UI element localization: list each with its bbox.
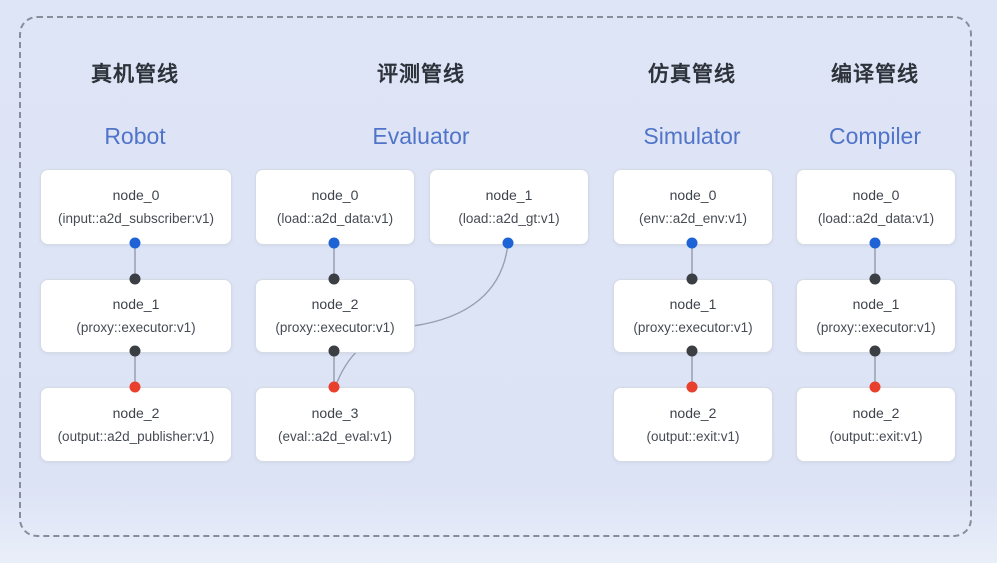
node-name: node_0 xyxy=(669,187,717,203)
port-dot-black xyxy=(686,273,698,285)
node-name: node_1 xyxy=(112,296,160,312)
node-name: node_1 xyxy=(852,296,900,312)
pipeline-title-en: Evaluator xyxy=(372,123,470,149)
port-dot-blue xyxy=(869,237,881,249)
node-detail: (output::exit:v1) xyxy=(646,428,740,444)
node-name: node_2 xyxy=(669,404,717,421)
port-dot-red xyxy=(129,381,141,393)
node-name: node_0 xyxy=(311,187,359,203)
node-detail: (load::a2d_data:v1) xyxy=(276,211,394,226)
node-box-simulator-node1: node_1 (proxy::executor:v1) xyxy=(613,279,773,353)
port-dot-black xyxy=(686,345,698,357)
node-name: node_2 xyxy=(311,296,359,312)
pipeline-header-simulator: 仿真管线 Simulator xyxy=(613,60,771,151)
node-detail: (proxy::executor:v1) xyxy=(275,320,395,335)
node-box-compiler-node1: node_1 (proxy::executor:v1) xyxy=(796,279,956,353)
node-box-compiler-node2: node_2 (output::exit:v1) xyxy=(796,387,956,462)
node-box-simulator-node2: node_2 (output::exit:v1) xyxy=(613,387,773,462)
node-name: node_3 xyxy=(311,404,359,421)
node-name: node_0 xyxy=(112,187,160,203)
port-dot-blue xyxy=(686,237,698,249)
node-box-evaluator-node3: node_3 (eval::a2d_eval:v1) xyxy=(255,387,415,462)
node-detail: (env::a2d_env:v1) xyxy=(638,211,748,226)
pipeline-title-zh: 编译管线 xyxy=(831,63,919,86)
node-box-evaluator-node2: node_2 (proxy::executor:v1) xyxy=(255,279,415,353)
port-dot-blue xyxy=(502,237,514,249)
node-box-robot-node2: node_2 (output::a2d_publisher:v1) xyxy=(40,387,232,462)
port-dot-red xyxy=(328,381,340,393)
node-detail: (load::a2d_data:v1) xyxy=(817,211,935,226)
node-detail: (eval::a2d_eval:v1) xyxy=(277,428,393,444)
node-name: node_2 xyxy=(112,404,160,421)
node-detail: (input::a2d_subscriber:v1) xyxy=(57,211,215,226)
pipeline-header-compiler: 编译管线 Compiler xyxy=(796,60,954,151)
node-name: node_2 xyxy=(852,404,900,421)
pipeline-title-zh: 真机管线 xyxy=(91,63,179,86)
node-box-compiler-node0: node_0 (load::a2d_data:v1) xyxy=(796,169,956,245)
node-detail: (proxy::executor:v1) xyxy=(76,320,196,335)
node-detail: (output::exit:v1) xyxy=(829,428,923,444)
node-detail: (output::a2d_publisher:v1) xyxy=(57,428,215,444)
node-name: node_1 xyxy=(669,296,717,312)
node-name: node_1 xyxy=(485,187,533,203)
node-detail: (proxy::executor:v1) xyxy=(816,320,936,335)
port-dot-black xyxy=(328,273,340,285)
pipeline-title-en: Compiler xyxy=(828,123,922,149)
node-box-robot-node1: node_1 (proxy::executor:v1) xyxy=(40,279,232,353)
node-box-evaluator-node1: node_1 (load::a2d_gt:v1) xyxy=(429,169,589,245)
pipeline-title-zh: 仿真管线 xyxy=(648,63,736,86)
port-dot-blue xyxy=(129,237,141,249)
node-box-robot-node0: node_0 (input::a2d_subscriber:v1) xyxy=(40,169,232,245)
node-name: node_0 xyxy=(852,187,900,203)
port-dot-black xyxy=(129,345,141,357)
pipeline-title-en: Robot xyxy=(104,123,166,149)
node-box-evaluator-node0: node_0 (load::a2d_data:v1) xyxy=(255,169,415,245)
node-detail: (load::a2d_gt:v1) xyxy=(458,211,560,226)
port-dot-black xyxy=(869,273,881,285)
port-dot-black xyxy=(129,273,141,285)
port-dot-red xyxy=(869,381,881,393)
pipeline-header-robot: 真机管线 Robot xyxy=(40,60,230,151)
pipeline-title-en: Simulator xyxy=(643,123,741,149)
port-dot-blue xyxy=(328,237,340,249)
node-detail: (proxy::executor:v1) xyxy=(633,320,753,335)
node-box-simulator-node0: node_0 (env::a2d_env:v1) xyxy=(613,169,773,245)
pipeline-header-evaluator: 评测管线 Evaluator xyxy=(255,60,587,151)
port-dot-black xyxy=(328,345,340,357)
port-dot-black xyxy=(869,345,881,357)
port-dot-red xyxy=(686,381,698,393)
pipeline-title-zh: 评测管线 xyxy=(377,63,465,86)
